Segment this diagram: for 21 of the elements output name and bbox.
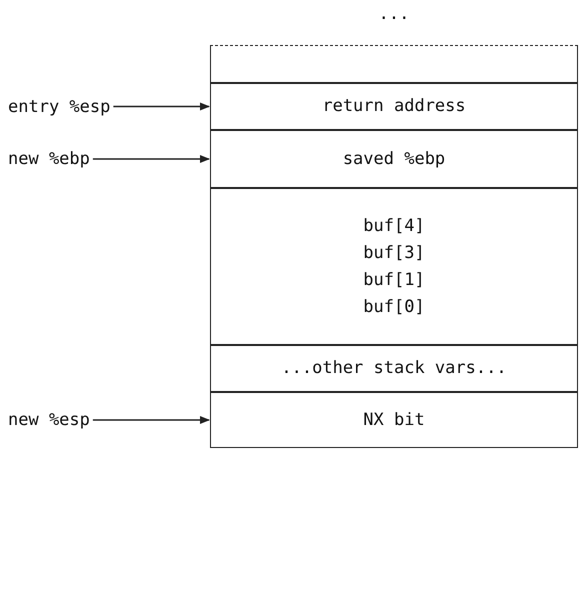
pointer-arrow: [113, 102, 210, 110]
buffer-slot: [210, 188, 578, 345]
stack-slot: [210, 130, 578, 188]
buffer-entry: buf[4]: [363, 214, 425, 238]
buffer-entry: buf[1]: [363, 268, 425, 292]
pointer-label: new %esp: [8, 410, 90, 430]
slot-label: return address: [322, 95, 466, 118]
stack-slot: [210, 392, 578, 448]
buffer-entry: buf[0]: [363, 296, 425, 318]
buffer-entry: buf[3]: [363, 242, 425, 264]
pointer-arrow: [92, 155, 210, 163]
stack-slot: [210, 45, 578, 83]
pointer-label: new %ebp: [8, 149, 90, 169]
stack-slot: [210, 83, 578, 130]
pointer-arrow: [92, 416, 210, 424]
pointer-label: entry %esp: [8, 96, 110, 116]
stack-slot: [210, 345, 578, 392]
slot-label: saved %ebp: [342, 148, 446, 170]
slot-label: NX bit: [363, 408, 425, 432]
continuation-dots: ...: [378, 4, 410, 24]
slot-label: ...other stack vars...: [281, 357, 507, 380]
